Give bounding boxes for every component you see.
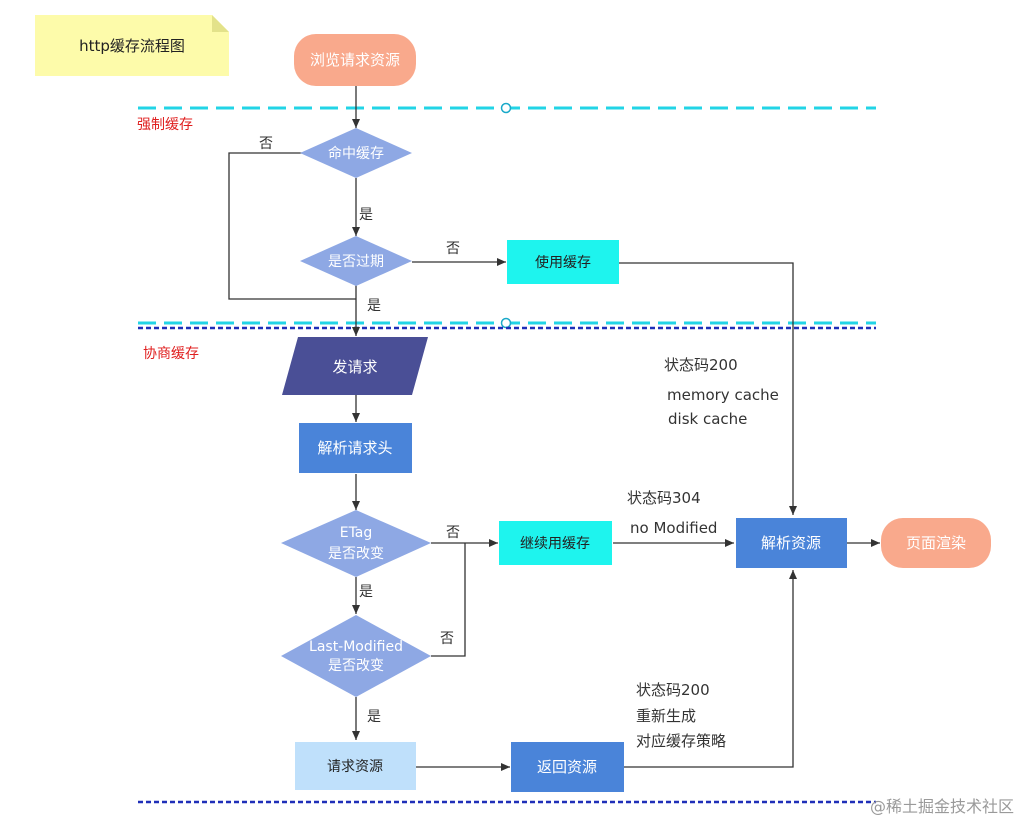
annotation-status-304: 状态码304 <box>627 489 701 507</box>
edge-lm-no <box>431 543 466 657</box>
node-render-label: 页面渲染 <box>906 534 966 552</box>
section-label-negotiate-cache: 协商缓存 <box>143 346 199 362</box>
node-is-expired: 是否过期 <box>300 236 412 286</box>
node-last-modified-label-line1: Last-Modified <box>309 639 403 655</box>
node-parse-header: 解析请求头 <box>299 423 412 473</box>
edge-return-to-parse <box>624 570 797 768</box>
edge-label-hit-no: 否 <box>259 136 273 152</box>
node-parse-resource: 解析资源 <box>736 518 847 568</box>
annotation-memory-cache: memory cache <box>667 386 779 404</box>
separator-handle <box>500 102 512 114</box>
node-parse-resource-label: 解析资源 <box>761 534 821 552</box>
separator-handle <box>500 317 512 329</box>
edge-label-expired-no: 否 <box>446 241 460 257</box>
node-return-resource: 返回资源 <box>511 742 624 792</box>
node-send-request-label: 发请求 <box>332 358 377 376</box>
edge-label-etag-no: 否 <box>446 525 460 541</box>
annotation-disk-cache: disk cache <box>668 410 747 428</box>
node-last-modified-label-line2: 是否改变 <box>328 658 384 674</box>
node-request-resource-label: 请求资源 <box>327 759 383 775</box>
node-is-expired-label: 是否过期 <box>328 254 384 270</box>
node-request-resource: 请求资源 <box>295 742 416 790</box>
edge-label-hit-yes: 是 <box>359 207 373 223</box>
node-send-request: 发请求 <box>282 337 428 395</box>
edge-label-expired-yes: 是 <box>367 298 381 314</box>
node-last-modified: Last-Modified 是否改变 <box>281 615 431 697</box>
edge-label-etag-yes: 是 <box>359 584 373 600</box>
node-return-resource-label: 返回资源 <box>537 758 597 776</box>
edge-label-lm-no: 否 <box>440 631 454 647</box>
node-continue-cache-label: 继续用缓存 <box>520 535 590 552</box>
node-parse-header-label: 解析请求头 <box>317 439 392 457</box>
annotation-regenerate: 重新生成 <box>636 707 696 725</box>
node-use-cache-label: 使用缓存 <box>535 254 591 271</box>
node-start-label: 浏览请求资源 <box>310 51 400 69</box>
node-render: 页面渲染 <box>881 518 991 568</box>
watermark: @稀土掘金技术社区 <box>870 797 1014 816</box>
annotation-cache-policy: 对应缓存策略 <box>636 732 726 750</box>
node-hit-cache: 命中缓存 <box>300 128 412 178</box>
node-use-cache: 使用缓存 <box>507 240 619 284</box>
edge-label-lm-yes: 是 <box>367 709 381 725</box>
annotation-status-200-a: 状态码200 <box>664 356 738 374</box>
edge-usecache-to-parse <box>619 262 797 515</box>
title-note: http缓存流程图 <box>35 15 229 76</box>
node-hit-cache-label: 命中缓存 <box>328 145 384 162</box>
node-etag: ETag 是否改变 <box>281 510 431 577</box>
edge-hit-no <box>228 152 356 300</box>
annotation-status-200-b: 状态码200 <box>636 681 710 699</box>
node-etag-label-line2: 是否改变 <box>328 546 384 562</box>
node-start: 浏览请求资源 <box>294 34 416 86</box>
section-label-force-cache: 强制缓存 <box>137 117 193 133</box>
title-note-text: http缓存流程图 <box>79 37 185 55</box>
annotation-no-modified: no Modified <box>630 519 717 537</box>
node-continue-cache: 继续用缓存 <box>499 521 612 565</box>
node-etag-label-line1: ETag <box>340 525 373 541</box>
